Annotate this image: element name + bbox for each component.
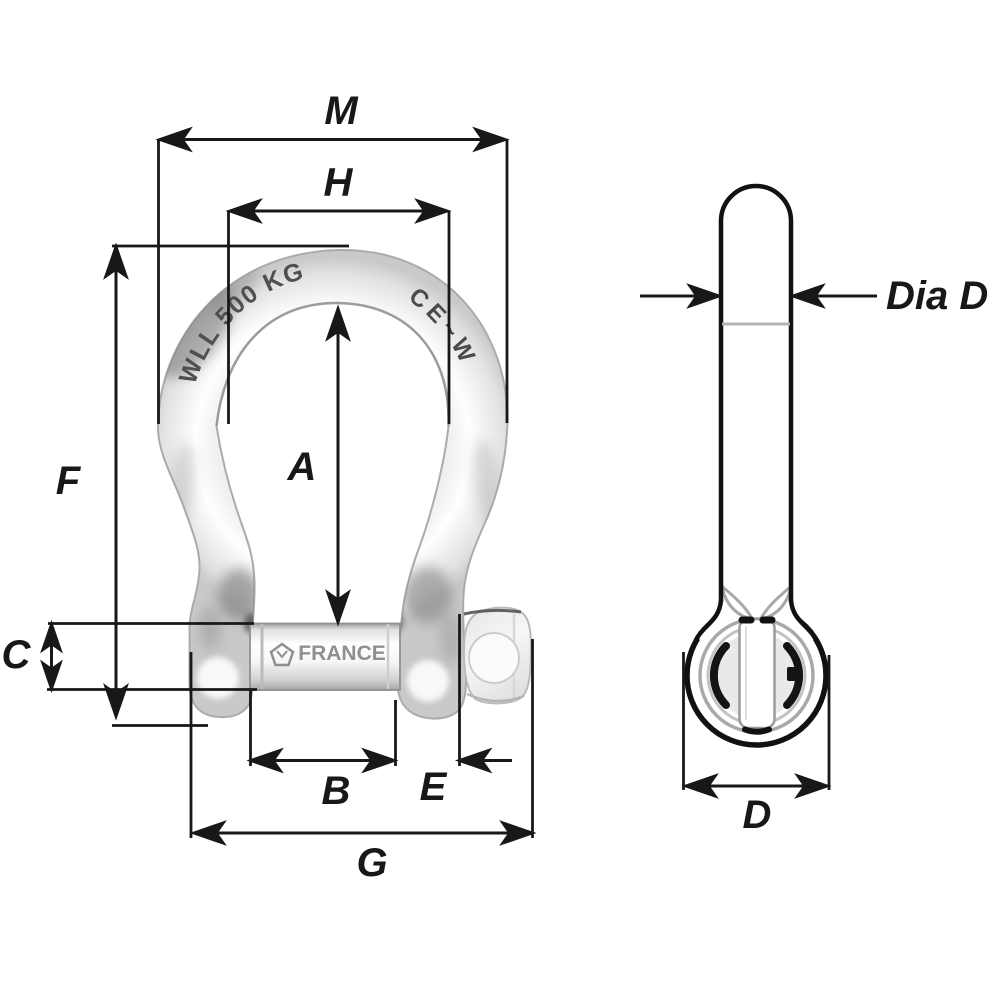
svg-text:G: G bbox=[356, 841, 387, 885]
svg-text:F: F bbox=[56, 459, 82, 503]
svg-text:FRANCE: FRANCE bbox=[298, 642, 386, 665]
svg-text:Dia D: Dia D bbox=[886, 274, 988, 318]
svg-text:A: A bbox=[287, 445, 317, 489]
svg-text:FRANCE: FRANCE bbox=[299, 643, 387, 666]
svg-text:B: B bbox=[322, 769, 351, 813]
svg-text:C: C bbox=[2, 633, 32, 677]
svg-text:H: H bbox=[324, 161, 354, 205]
svg-text:E: E bbox=[420, 765, 448, 809]
svg-text:M: M bbox=[324, 89, 359, 133]
svg-text:D: D bbox=[743, 793, 772, 837]
